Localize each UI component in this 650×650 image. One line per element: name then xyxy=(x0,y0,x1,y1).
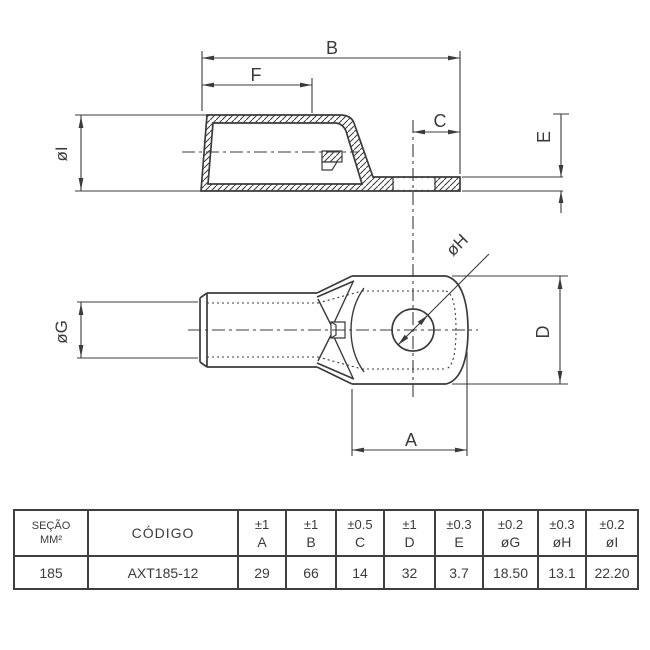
cell-b: 66 xyxy=(285,555,337,590)
label-d: D xyxy=(533,326,553,339)
cell-e: 3.7 xyxy=(434,555,484,590)
palm-outline xyxy=(352,275,469,385)
flare-outline xyxy=(316,275,355,385)
cell-phi-h: 13.1 xyxy=(537,555,587,590)
label-phi-g: øG xyxy=(52,320,71,344)
palm-hole-gap xyxy=(394,178,434,190)
label-f: F xyxy=(251,65,262,85)
funnel-lines xyxy=(317,281,354,379)
label-e: E xyxy=(534,131,554,143)
cable-lug-drawing: B F C E øI øG øH D A xyxy=(52,38,569,456)
header-dim-e: ±0.3 E xyxy=(434,509,484,557)
header-dim-phi-g: ±0.2 øG xyxy=(482,509,539,557)
header-codigo: CÓDIGO xyxy=(87,509,239,557)
dimension-phi-g xyxy=(77,301,198,359)
header-dim-a: ±1 A xyxy=(237,509,287,557)
lug-section-body xyxy=(200,114,461,192)
dimension-e xyxy=(462,113,569,213)
dimension-a xyxy=(351,352,468,456)
hidden-edges xyxy=(207,290,457,370)
palm-hole-gap-edges xyxy=(392,177,436,191)
label-a: A xyxy=(405,430,417,450)
dimension-d xyxy=(452,275,568,385)
cell-secao: 185 xyxy=(13,555,89,590)
top-view-dimensions xyxy=(77,253,568,456)
dimension-labels: B F C E øI øG øH D A xyxy=(52,38,554,450)
header-secao: SEÇÃO MM² xyxy=(13,509,89,557)
cell-phi-g: 18.50 xyxy=(482,555,539,590)
dimension-b xyxy=(201,51,461,174)
dimension-c xyxy=(413,129,460,135)
header-dim-phi-i: ±0.2 øI xyxy=(585,509,639,557)
header-dim-b: ±1 B xyxy=(285,509,337,557)
side-view-dimensions xyxy=(75,51,569,213)
cell-d: 32 xyxy=(383,555,436,590)
header-secao-line2: MM² xyxy=(40,534,62,546)
label-phi-i: øI xyxy=(52,146,71,161)
cell-phi-i: 22.20 xyxy=(585,555,639,590)
cell-a: 29 xyxy=(237,555,287,590)
side-section-view xyxy=(182,114,461,192)
header-dim-c: ±0.5 C xyxy=(335,509,385,557)
dimension-phi-h xyxy=(397,253,490,346)
header-dim-d: ±1 D xyxy=(383,509,436,557)
table-data-row: 185 AXT185-12 29 66 14 32 3.7 18.50 13.1… xyxy=(13,555,639,590)
label-c: C xyxy=(434,111,447,131)
header-dim-phi-h: ±0.3 øH xyxy=(537,509,587,557)
dimensions-table: SEÇÃO MM² CÓDIGO ±1 A ±1 B ±0.5 C xyxy=(13,509,639,590)
dimension-f xyxy=(202,78,313,113)
cell-c: 14 xyxy=(335,555,385,590)
indent-mark-detail xyxy=(321,161,339,171)
label-b: B xyxy=(326,38,338,58)
label-phi-h: øH xyxy=(442,230,471,259)
indent-mark-section xyxy=(321,150,343,163)
header-secao-line1: SEÇÃO xyxy=(31,520,71,532)
cell-codigo: AXT185-12 xyxy=(87,555,239,590)
table-header-row: SEÇÃO MM² CÓDIGO ±1 A ±1 B ±0.5 C xyxy=(13,509,639,557)
dimension-phi-i xyxy=(75,114,207,192)
